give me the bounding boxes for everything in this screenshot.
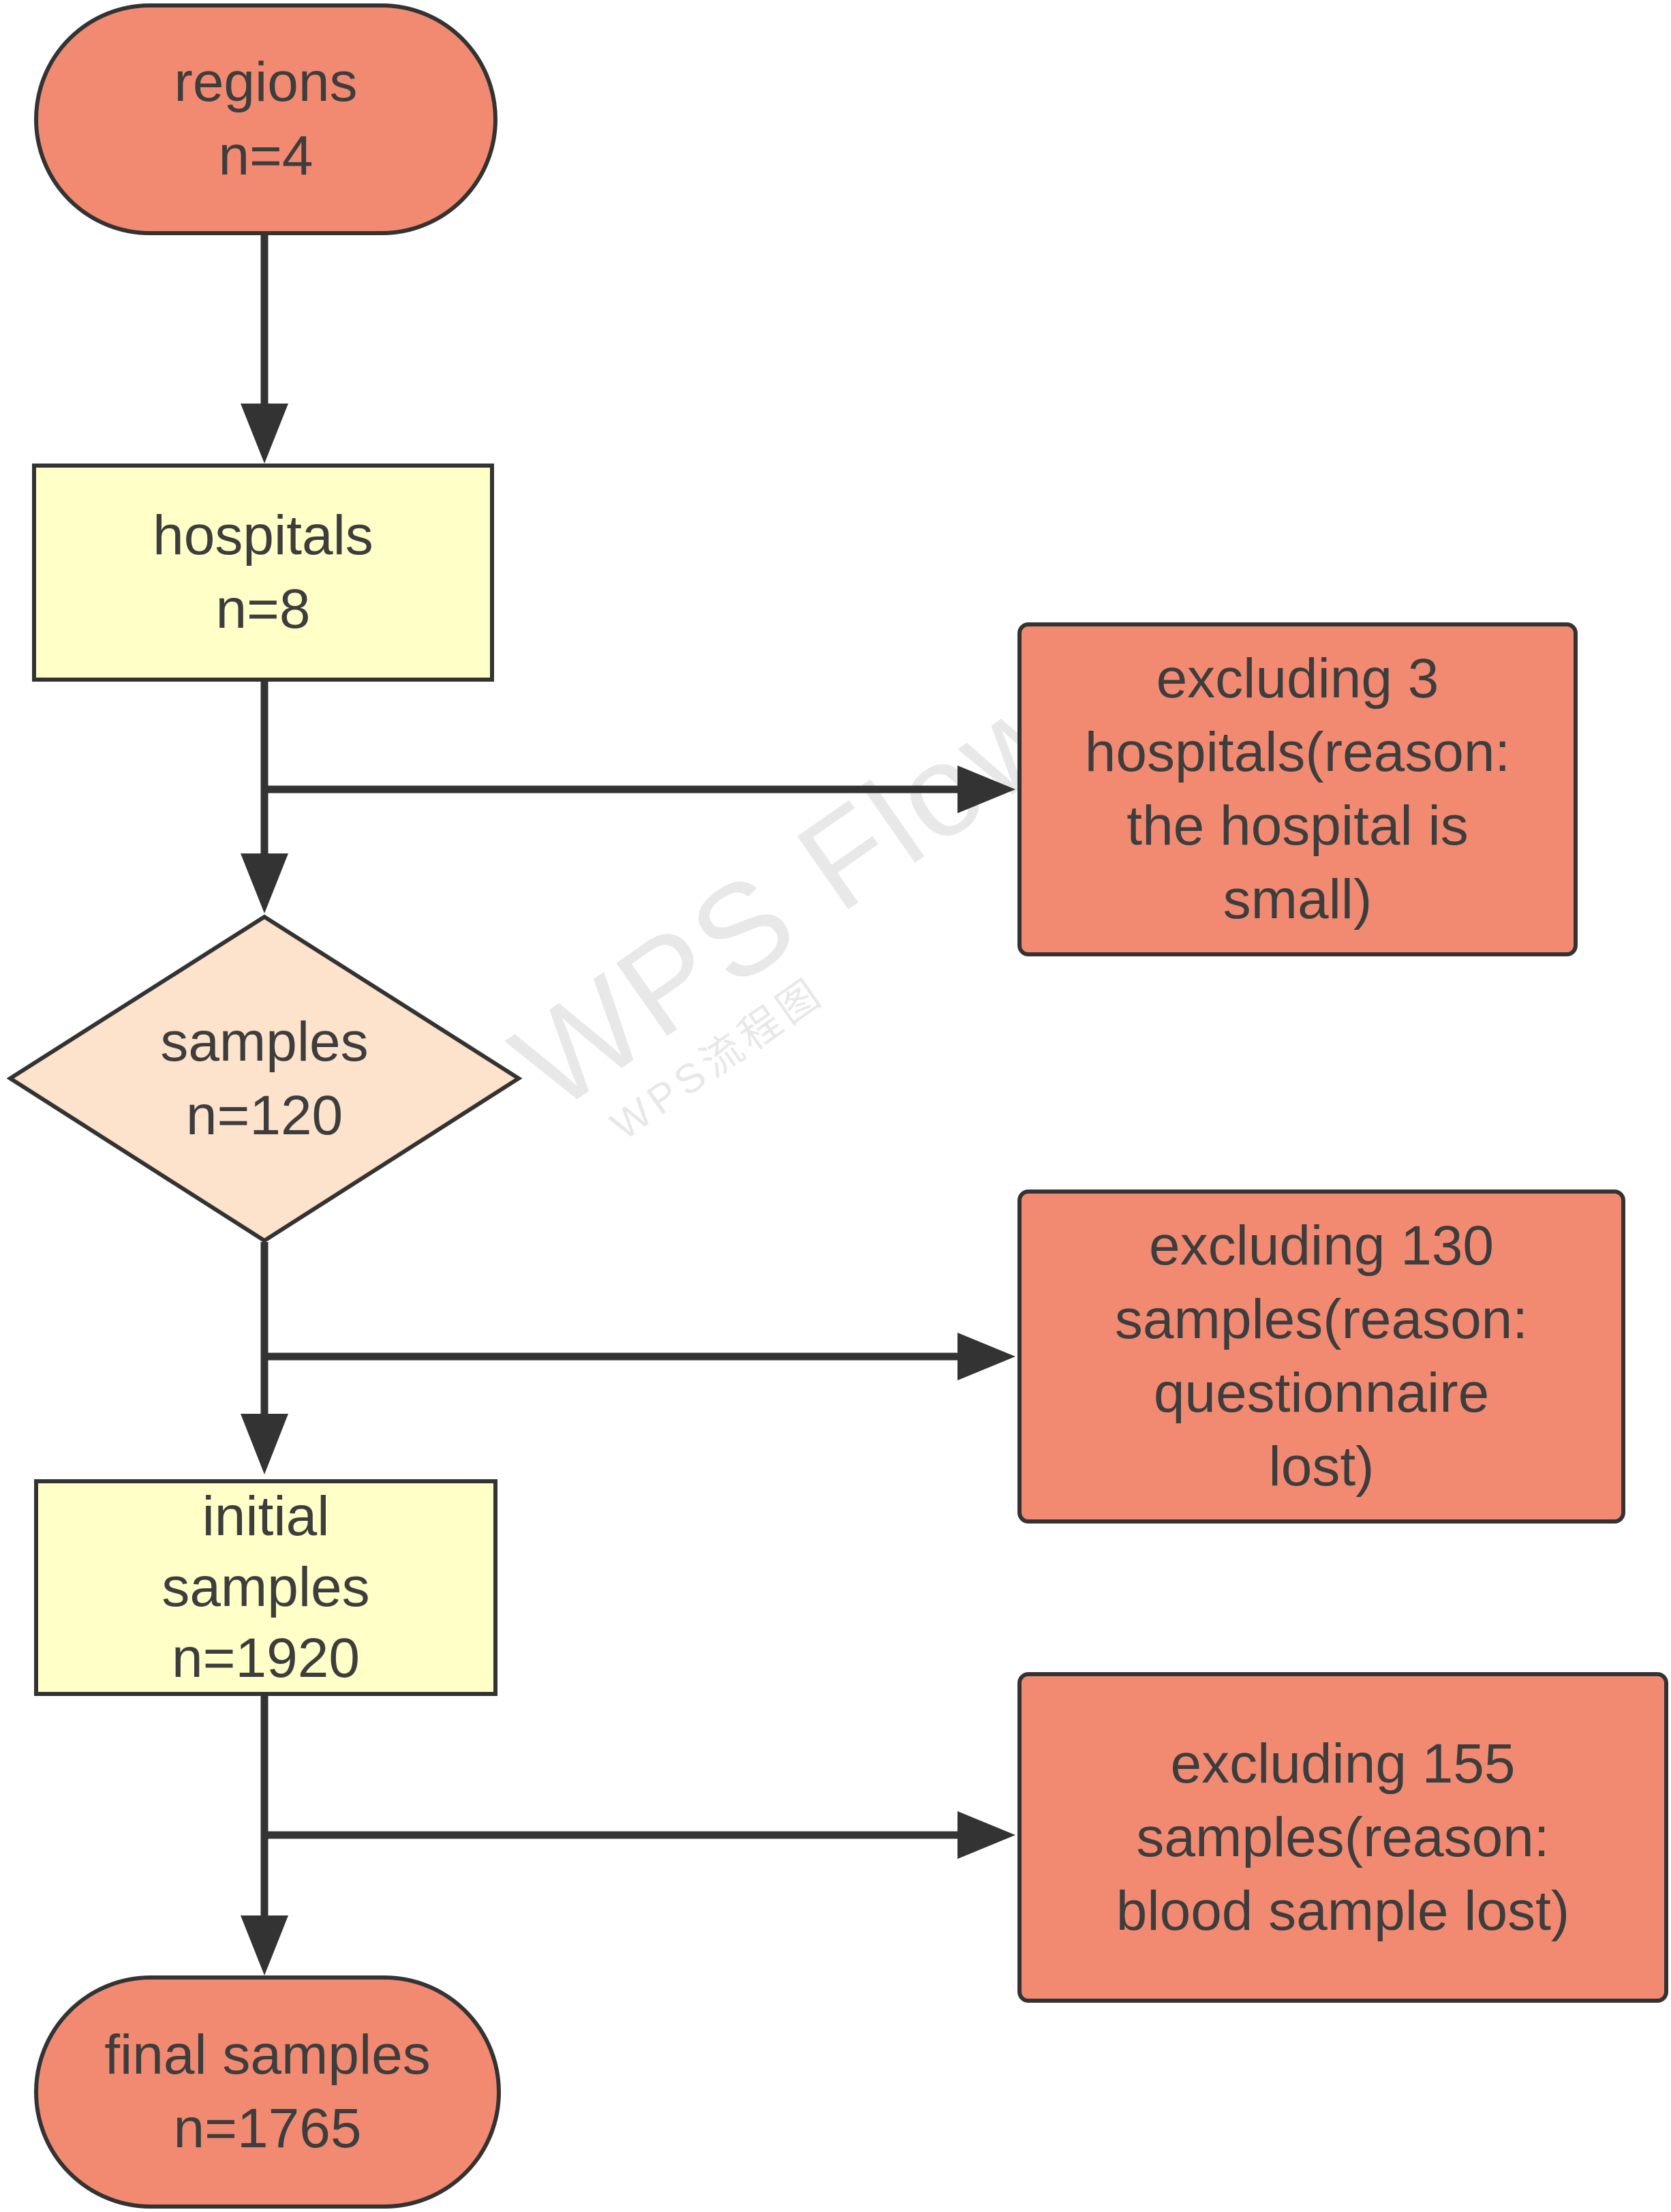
exclude-hospitals-node: excluding 3 hospitals(reason: the hospit… xyxy=(1017,622,1578,956)
exclude-blood-line: excluding 155 xyxy=(1170,1732,1516,1795)
exclude-blood-line: blood sample lost) xyxy=(1116,1879,1570,1942)
regions-node: regions n=4 xyxy=(34,3,497,235)
exclude-questionnaire-line: excluding 130 xyxy=(1148,1215,1494,1277)
exclude-questionnaire-node: excluding 130 samples(reason: questionna… xyxy=(1017,1190,1625,1524)
exclude-blood-node: excluding 155 samples(reason: blood samp… xyxy=(1017,1672,1668,2003)
arrowhead-exclude-155 xyxy=(957,1811,1015,1859)
exclude-questionnaire-line: questionnaire xyxy=(1153,1362,1490,1424)
exclude-hospitals-line: small) xyxy=(1223,868,1373,930)
final-samples-node: final samples n=1765 xyxy=(34,1975,501,2209)
arrowhead-initial xyxy=(241,1414,288,1474)
initial-samples-line2: samples xyxy=(162,1556,370,1618)
arrowhead-samples xyxy=(241,853,288,913)
decision-diamond-shape xyxy=(7,914,522,1243)
exclude-hospitals-line: excluding 3 xyxy=(1156,648,1439,710)
hospitals-count: n=8 xyxy=(215,578,311,640)
arrowhead-exclude-hospitals xyxy=(957,766,1015,813)
initial-samples-node: initial samples n=1920 xyxy=(34,1479,497,1696)
samples-decision-node: samples n=120 xyxy=(7,913,522,1244)
regions-count: n=4 xyxy=(218,125,313,187)
exclude-hospitals-line: hospitals(reason: xyxy=(1084,721,1511,783)
regions-title: regions xyxy=(174,51,358,113)
arrowhead-final xyxy=(241,1915,288,1975)
exclude-blood-line: samples(reason: xyxy=(1136,1806,1550,1868)
samples-title: samples xyxy=(160,1010,369,1073)
exclude-hospitals-line: the hospital is xyxy=(1126,795,1469,857)
exclude-questionnaire-line: lost) xyxy=(1268,1436,1375,1498)
final-samples-count: n=1765 xyxy=(173,2097,362,2160)
samples-count: n=120 xyxy=(185,1084,343,1147)
arrowhead-exclude-130 xyxy=(957,1333,1015,1380)
hospitals-title: hospitals xyxy=(153,504,373,566)
arrowhead-hospitals xyxy=(241,404,288,464)
initial-samples-count: n=1920 xyxy=(172,1627,360,1689)
samples-label: samples n=120 xyxy=(7,913,522,1244)
exclude-questionnaire-line: samples(reason: xyxy=(1114,1288,1529,1350)
final-samples-title: final samples xyxy=(104,2024,431,2086)
initial-samples-line1: initial xyxy=(202,1485,330,1547)
hospitals-node: hospitals n=8 xyxy=(32,464,494,682)
